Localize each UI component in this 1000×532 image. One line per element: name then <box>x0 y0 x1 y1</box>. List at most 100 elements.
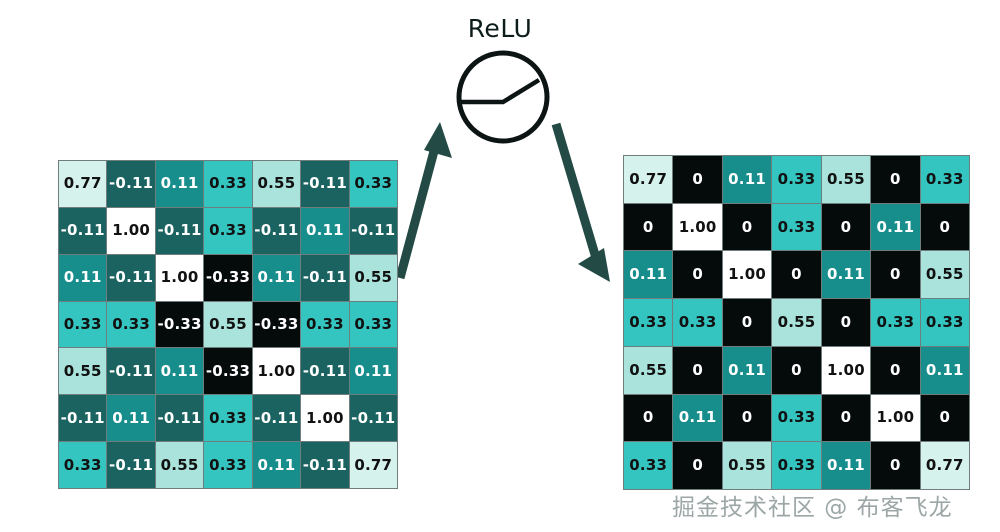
matrix-cell: 0.11 <box>821 251 871 299</box>
matrix-cell: 0 <box>821 394 871 442</box>
matrix-cell: 0.33 <box>204 161 252 207</box>
matrix-cell: 0.33 <box>204 207 252 254</box>
matrix-cell: 0 <box>821 203 871 251</box>
matrix-cell: -0.11 <box>301 442 349 488</box>
matrix-cell: -0.33 <box>155 301 204 348</box>
matrix-cell: 0.33 <box>673 299 722 346</box>
matrix-cell: 0 <box>624 203 673 251</box>
matrix-cell: 0.77 <box>624 156 673 203</box>
matrix-cell: 0.33 <box>772 442 821 489</box>
matrix-cell: 0.11 <box>871 203 920 251</box>
matrix-cell: 0 <box>871 156 920 203</box>
matrix-cell: -0.11 <box>155 395 204 442</box>
matrix-cell: -0.33 <box>204 254 252 301</box>
matrix-cell: -0.11 <box>252 395 301 442</box>
matrix-cell: 1.00 <box>252 348 301 395</box>
matrix-cell: 0 <box>673 442 722 489</box>
matrix-cell: -0.33 <box>204 348 252 395</box>
matrix-cell: 0.33 <box>772 394 821 442</box>
matrix-cell: 0.33 <box>204 395 252 442</box>
matrix-cell: 0.33 <box>920 156 969 203</box>
matrix-cell: 0.55 <box>821 156 871 203</box>
matrix-cell: 0 <box>772 346 821 394</box>
matrix-cell: 0.33 <box>772 156 821 203</box>
matrix-cell: 0.33 <box>59 301 107 348</box>
matrix-cell: 0.33 <box>772 203 821 251</box>
matrix-cell: 0.55 <box>349 254 397 301</box>
relu-activation-curve-icon <box>455 49 551 145</box>
matrix-cell: -0.11 <box>155 207 204 254</box>
matrix-cell: 0 <box>821 299 871 346</box>
matrix-cell: 0 <box>772 251 821 299</box>
matrix-cell: 1.00 <box>673 203 722 251</box>
matrix-cell: 0.11 <box>673 394 722 442</box>
matrix-cell: -0.11 <box>301 161 349 207</box>
matrix-cell: -0.11 <box>301 348 349 395</box>
matrix-cell: -0.11 <box>349 207 397 254</box>
matrix-cell: 0.55 <box>204 301 252 348</box>
matrix-cell: 0 <box>673 346 722 394</box>
matrix-cell: 0.55 <box>772 299 821 346</box>
matrix-cell: 0.33 <box>107 301 155 348</box>
page-title: ReLU <box>467 14 533 43</box>
matrix-cell: 0.33 <box>920 299 969 346</box>
matrix-cell: 0.77 <box>59 161 107 207</box>
matrix-cell: 0 <box>871 251 920 299</box>
matrix-cell: 0.55 <box>59 348 107 395</box>
matrix-cell: 0 <box>624 394 673 442</box>
matrix-cell: 0.11 <box>301 207 349 254</box>
matrix-cell: 0 <box>722 394 772 442</box>
matrix-cell: 0.33 <box>349 301 397 348</box>
matrix-cell: 0 <box>673 156 722 203</box>
watermark-text: 掘金技术社区 @ 布客飞龙 <box>672 495 953 521</box>
matrix-cell: 0 <box>871 442 920 489</box>
matrix-cell: 0.77 <box>920 442 969 489</box>
matrix-cell: 1.00 <box>155 254 204 301</box>
matrix-cell: 0.11 <box>155 348 204 395</box>
matrix-cell: 0 <box>722 299 772 346</box>
matrix-cell: 0.33 <box>301 301 349 348</box>
matrix-cell: 0.33 <box>59 442 107 488</box>
matrix-cell: 1.00 <box>871 394 920 442</box>
matrix-cell: -0.11 <box>107 348 155 395</box>
matrix-cell: -0.33 <box>252 301 301 348</box>
matrix-cell: 0 <box>920 394 969 442</box>
matrix-cell: 0.11 <box>722 156 772 203</box>
matrix-cell: -0.11 <box>301 254 349 301</box>
matrix-cell: 0.11 <box>722 346 772 394</box>
matrix-cell: -0.11 <box>59 395 107 442</box>
matrix-cell: 0.11 <box>920 346 969 394</box>
matrix-cell: 0 <box>722 203 772 251</box>
matrix-cell: 0.11 <box>59 254 107 301</box>
matrix-cell: 0.55 <box>920 251 969 299</box>
matrix-cell: 0.11 <box>155 161 204 207</box>
matrix-cell: 0.33 <box>624 299 673 346</box>
matrix-cell: 0.55 <box>722 442 772 489</box>
matrix-cell: 0.11 <box>349 348 397 395</box>
matrix-cell: -0.11 <box>107 442 155 488</box>
matrix-cell: 0.55 <box>155 442 204 488</box>
matrix-cell: 1.00 <box>107 207 155 254</box>
matrix-cell: -0.11 <box>252 207 301 254</box>
arrow-up-right-icon <box>392 118 462 284</box>
matrix-cell: 1.00 <box>821 346 871 394</box>
matrix-cell: 0 <box>920 203 969 251</box>
matrix-cell: 0.55 <box>252 161 301 207</box>
matrix-cell: 1.00 <box>301 395 349 442</box>
matrix-cell: -0.11 <box>59 207 107 254</box>
matrix-cell: 0.11 <box>624 251 673 299</box>
matrix-cell: -0.11 <box>107 254 155 301</box>
matrix-cell: 0.11 <box>821 442 871 489</box>
matrix-cell: 0.77 <box>349 442 397 488</box>
matrix-cell: -0.11 <box>107 161 155 207</box>
matrix-cell: 0.11 <box>107 395 155 442</box>
matrix-cell: -0.11 <box>349 395 397 442</box>
matrix-cell: 0 <box>871 346 920 394</box>
matrix-cell: 1.00 <box>722 251 772 299</box>
matrix-cell: 0.33 <box>871 299 920 346</box>
matrix-cell: 0.33 <box>624 442 673 489</box>
matrix-cell: 0.11 <box>252 254 301 301</box>
matrix-cell: 0 <box>673 251 722 299</box>
